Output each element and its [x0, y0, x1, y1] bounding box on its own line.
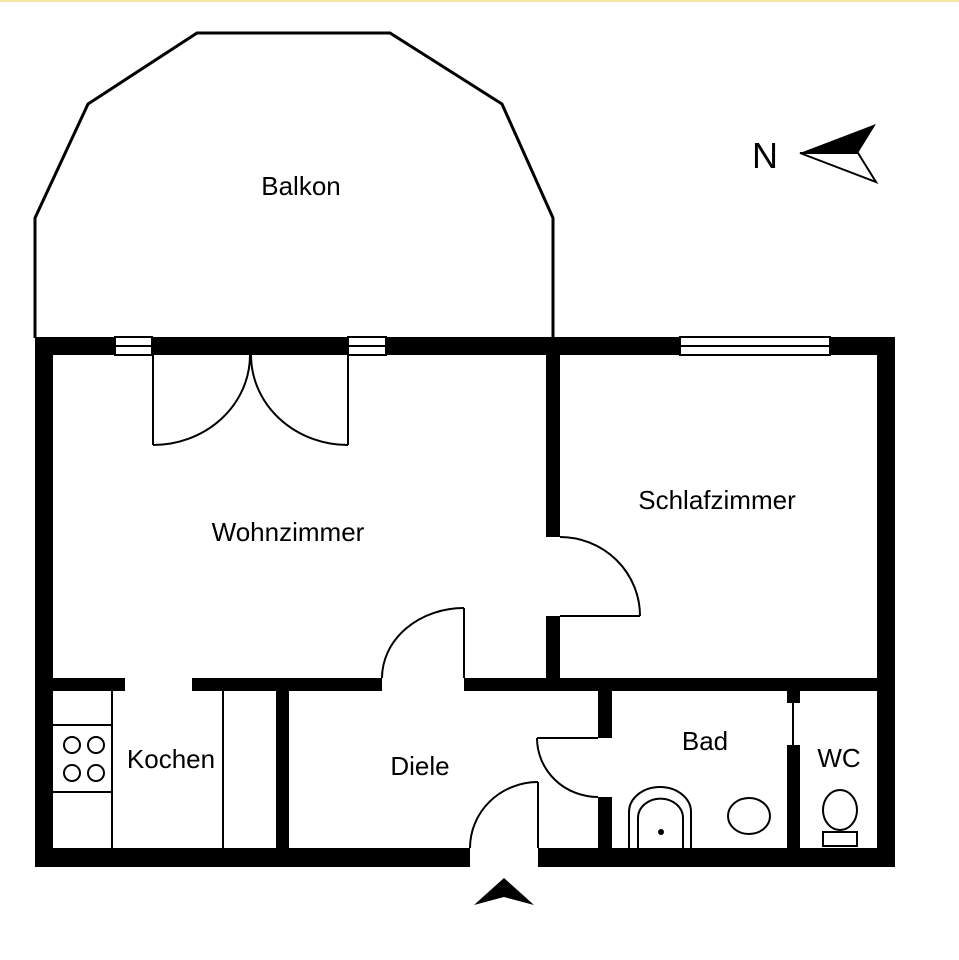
- north-arrow-icon: [799, 124, 879, 184]
- door-wohnzimmer[interactable]: [381, 607, 465, 679]
- balcony-doors[interactable]: [152, 354, 349, 446]
- top-border: [0, 0, 959, 2]
- sink-icon: [727, 797, 771, 835]
- north-label: N: [752, 135, 778, 176]
- room-label-balkon: Balkon: [261, 171, 341, 201]
- toilet-icon: [822, 789, 858, 847]
- balcony-outline: [33, 31, 555, 338]
- kitchen-fixtures: [53, 691, 224, 848]
- room-label-diele: Diele: [390, 751, 449, 781]
- outer-walls: [35, 337, 895, 867]
- windows: [114, 336, 831, 356]
- interior-walls: [53, 355, 877, 848]
- entrance-arrow-icon: [474, 878, 534, 905]
- stove-icon: [63, 736, 105, 782]
- door-schlafzimmer[interactable]: [559, 536, 641, 617]
- room-label-bad: Bad: [682, 726, 728, 756]
- room-label-schlafzimmer: Schlafzimmer: [638, 485, 796, 515]
- entrance-door[interactable]: [469, 781, 539, 849]
- door-bad[interactable]: [536, 737, 599, 798]
- bathtub-icon: [628, 786, 692, 848]
- room-label-wc: WC: [817, 743, 860, 773]
- room-label-wohnzimmer: Wohnzimmer: [212, 517, 365, 547]
- room-label-kochen: Kochen: [127, 744, 215, 774]
